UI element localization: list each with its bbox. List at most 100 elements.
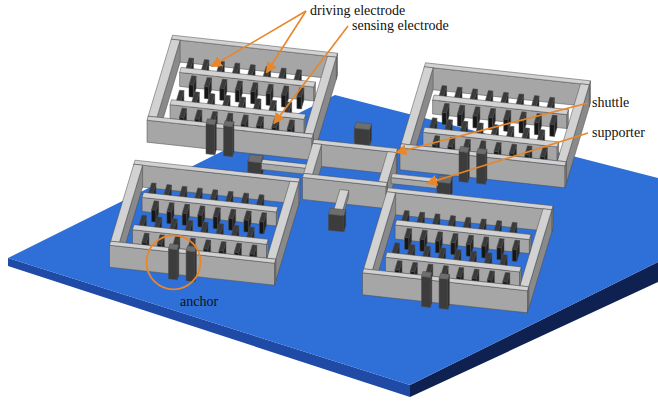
supporter-anchor-front — [354, 128, 369, 146]
comb-finger-top — [142, 233, 149, 243]
comb-finger-front — [281, 95, 286, 108]
comb-finger-top — [281, 86, 288, 96]
leader-line — [396, 103, 588, 153]
anchor-post-front — [422, 276, 431, 307]
leader-line — [274, 26, 348, 123]
comb-bar-top — [433, 95, 569, 115]
comb-finger-front — [152, 210, 156, 223]
comb-finger-front — [435, 241, 439, 253]
comb-finger-top — [234, 243, 241, 253]
comb-finger-top — [395, 261, 402, 271]
anchor-post-side — [485, 149, 487, 184]
comb-finger-front — [244, 220, 249, 233]
anchor-post-top — [439, 273, 449, 279]
part-label: anchor — [180, 295, 218, 309]
anchor-post-front — [477, 153, 486, 184]
comb-finger-top — [189, 76, 196, 86]
comb-finger-front — [442, 112, 446, 125]
comb-finger-front — [220, 88, 225, 100]
comb-finger-front — [251, 91, 255, 104]
shuttle-wall-top — [313, 139, 398, 152]
comb-finger-front — [266, 93, 270, 106]
comb-finger-top — [213, 207, 220, 217]
anchor-post-front — [206, 124, 215, 155]
comb-finger-top — [219, 241, 226, 251]
comb-finger-front — [420, 239, 425, 252]
comb-finger-front — [457, 114, 462, 127]
anchor-post-side — [232, 122, 234, 157]
substrate — [8, 95, 658, 397]
comb-finger-top — [241, 115, 248, 125]
frame-wall-front — [110, 245, 275, 285]
comb-finger-top — [287, 120, 294, 129]
supporter-anchor-top — [354, 122, 371, 130]
comb-finger-top — [167, 202, 174, 212]
shuttle-wall-top — [304, 143, 322, 174]
supporter-anchor-front — [329, 214, 344, 232]
comb-finger-top — [266, 84, 273, 94]
comb-finger-top — [198, 206, 205, 216]
anchor-post-side — [177, 245, 179, 280]
part-label: shuttle — [592, 96, 629, 110]
comb-finger-front — [204, 86, 208, 99]
comb-finger-front — [482, 246, 486, 259]
comb-finger-front — [512, 249, 517, 261]
comb-finger-top — [472, 269, 479, 279]
comb-finger-top — [550, 115, 557, 124]
comb-finger-top — [504, 110, 511, 120]
comb-finger-top — [494, 142, 501, 152]
comb-bar-top — [386, 252, 522, 272]
anchor-post-top — [477, 148, 487, 154]
supporter-beam-top — [261, 159, 308, 168]
comb-finger-front — [519, 121, 523, 134]
frame-wall-front — [147, 120, 312, 160]
mems-structure — [110, 35, 591, 313]
comb-finger-top — [487, 271, 494, 281]
comb-finger-top — [256, 116, 263, 126]
anchor-post-front — [459, 151, 468, 182]
anchor-post-side — [448, 274, 450, 309]
anchor-callout-circle — [147, 235, 201, 289]
comb-bar-top — [142, 192, 278, 212]
comb-bar-top — [180, 67, 316, 87]
anchor-post-side — [430, 272, 432, 307]
comb-finger-top — [488, 108, 495, 118]
comb-finger-front — [550, 124, 555, 136]
supporter-beam-top — [334, 190, 349, 212]
comb-finger-front — [297, 97, 301, 109]
anchor-post-front — [224, 126, 233, 157]
comb-finger-top — [204, 240, 211, 250]
comb-finger-front — [198, 215, 202, 228]
supporter-anchor-top — [248, 155, 263, 163]
shuttle-wall-top — [303, 173, 388, 186]
comb-finger-top — [482, 237, 489, 247]
comb-finger-top — [204, 77, 211, 87]
leader-lines — [147, 11, 589, 289]
anchor-post-side — [215, 120, 217, 155]
comb-finger-front — [466, 244, 470, 257]
frame-wall-top — [134, 160, 300, 182]
comb-finger-top — [512, 240, 519, 249]
comb-finger-top — [244, 211, 251, 221]
leader-line — [267, 11, 306, 73]
comb-finger-front — [497, 247, 501, 260]
frame-wall-front — [363, 273, 528, 313]
comb-finger-front — [167, 211, 171, 224]
anchor-post-top — [169, 244, 179, 250]
comb-bar-top — [423, 127, 559, 147]
comb-finger-front — [405, 237, 409, 250]
comb-finger-top — [259, 213, 266, 222]
leader-line — [427, 133, 588, 183]
comb-finger-front — [473, 116, 477, 128]
comb-finger-top — [420, 230, 427, 240]
part-label: driving electrode — [310, 4, 405, 18]
frame-wall-top — [424, 63, 590, 85]
comb-finger-top — [435, 232, 442, 241]
part-label: sensing electrode — [352, 19, 449, 33]
frame-wall-top — [387, 188, 553, 210]
comb-finger-front — [451, 242, 455, 255]
comb-finger-front — [534, 122, 538, 134]
comb-bar-top — [133, 225, 269, 245]
anchor-post-top — [206, 119, 216, 125]
